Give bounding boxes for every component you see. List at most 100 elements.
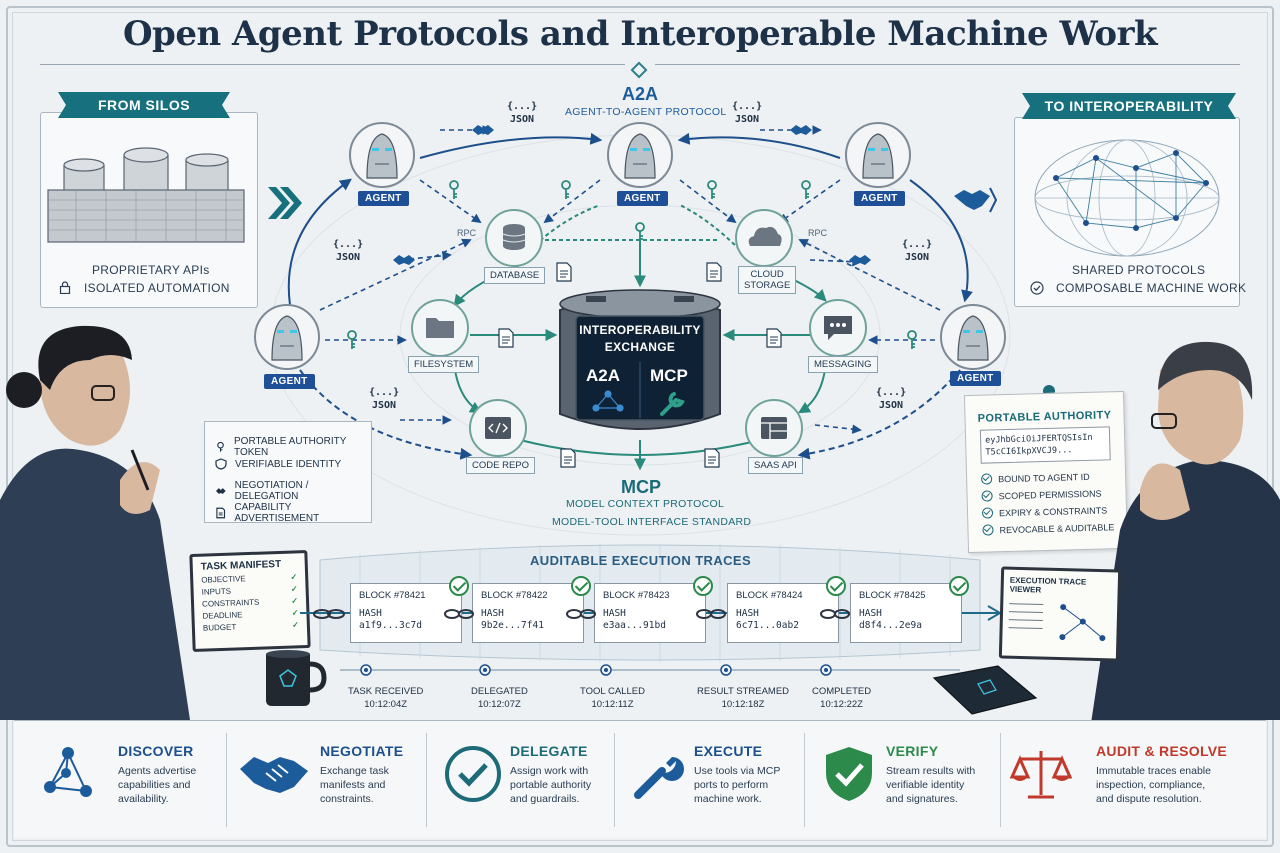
step-divider [804, 733, 805, 827]
cloud-storage-node [735, 209, 793, 267]
shield-icon [215, 458, 227, 470]
filesystem-node [411, 299, 469, 357]
checkmark-circle-icon [445, 746, 501, 802]
code-repo-label: CODE REPO [466, 457, 536, 474]
mcp-subtitle: MODEL CONTEXT PROTOCOL [566, 498, 725, 510]
isolated-automation-label: ISOLATED AUTOMATION [84, 281, 230, 295]
saas-api-node [745, 399, 803, 457]
key-icon-6 [347, 330, 357, 349]
from-silos-ribbon: FROM SILOS [58, 92, 230, 118]
document-icon-2 [706, 262, 722, 282]
step-title-verify: VERIFY [886, 743, 939, 759]
step-divider [426, 733, 427, 827]
network-graph-icon [44, 747, 92, 797]
check-badge-icon [949, 576, 969, 596]
json-tag-3: {...}JSON [333, 239, 364, 263]
wrench-icon [634, 757, 684, 799]
notebook-illustration [932, 665, 1038, 715]
check-badge-icon [449, 576, 469, 596]
shared-protocols-label: SHARED PROTOCOLS [1072, 263, 1206, 277]
agent-avatar-top-right [845, 122, 911, 188]
handshake-icon-3 [393, 255, 415, 265]
document-icon-5 [560, 448, 576, 468]
handshake-icon-2 [790, 125, 812, 135]
messaging-label: MESSAGING [808, 356, 878, 373]
execution-trace-viewer-tablet: EXECUTION TRACE VIEWER [998, 566, 1122, 662]
task-manifest-tablet: TASK MANIFEST OBJECTIVE✓ INPUTS✓ CONSTRA… [189, 549, 311, 653]
check-circle-icon [981, 507, 994, 519]
document-icon-4 [766, 328, 782, 348]
json-tag-6: {...}JSON [876, 387, 907, 411]
title-rule-right [655, 64, 1240, 65]
key-icon-5 [801, 180, 811, 199]
agent-label-left: AGENT [264, 374, 315, 389]
agent-label-right: AGENT [950, 371, 1001, 386]
handshake-icon [215, 488, 226, 494]
woman-figure-illustration [0, 325, 190, 720]
mcp-subtitle-2: MODEL-TOOL INTERFACE STANDARD [552, 516, 752, 528]
key-icon-4 [707, 180, 717, 199]
key-icon-2 [561, 180, 571, 199]
execution-trace-viewer-title: EXECUTION TRACE VIEWER [1009, 575, 1087, 595]
interoperability-exchange-hub [559, 289, 721, 430]
agent-avatar-right [940, 304, 1006, 370]
check-circle-icon [982, 524, 994, 536]
step-title-discover: DISCOVER [118, 743, 194, 759]
messaging-node [809, 299, 867, 357]
handshake-icon [240, 757, 308, 793]
to-interoperability-panel [1014, 117, 1240, 307]
page-title: Open Agent Protocols and Interoperable M… [122, 14, 1158, 54]
step-divider [614, 733, 615, 827]
agent-label-top-right: AGENT [854, 191, 905, 206]
mcp-title: MCP [621, 477, 661, 497]
hub-mcp-label: MCP [650, 366, 688, 385]
document-icon-6 [704, 448, 720, 468]
composable-machine-work-label: COMPOSABLE MACHINE WORK [1056, 281, 1247, 295]
outer-frame [6, 6, 1274, 847]
document-icon [216, 507, 226, 519]
step-title-delegate: DELEGATE [510, 743, 588, 759]
shield-check-icon [826, 747, 872, 801]
step-title-negotiate: NEGOTIATE [320, 743, 404, 759]
feature-item: NEGOTIATION / DELEGATION [215, 480, 371, 502]
feature-item: VERIFIABLE IDENTITY [215, 458, 341, 470]
json-tag-1: {...}JSON [507, 101, 538, 125]
json-tag-2: {...}JSON [732, 101, 763, 125]
step-divider [1000, 733, 1001, 827]
to-interoperability-ribbon: TO INTEROPERABILITY [1022, 93, 1236, 119]
step-title-execute: EXECUTE [694, 743, 763, 759]
database-label: DATABASE [484, 267, 546, 284]
rpc-label-left: RPC [457, 228, 477, 238]
title-rule-left [40, 64, 625, 65]
document-icon-3 [498, 328, 514, 348]
coffee-mug-illustration [266, 650, 327, 706]
saas-api-label: SAAS API [748, 457, 803, 474]
database-node [485, 209, 543, 267]
agent-avatar-top-left [349, 122, 415, 188]
scales-icon [1010, 751, 1072, 799]
document-icon-1 [556, 262, 572, 282]
manifest-item: BUDGET✓ [202, 620, 300, 633]
check-circle-icon [981, 490, 993, 502]
handshake-right-icon [954, 187, 998, 213]
key-icon-7 [907, 330, 917, 349]
key-icon [217, 441, 224, 452]
check-circle-icon [981, 473, 993, 485]
step-divider [226, 733, 227, 827]
features-panel: PORTABLE AUTHORITY TOKEN VERIFIABLE IDEN… [204, 421, 372, 524]
key-icon-3 [635, 222, 645, 241]
filesystem-label: FILESYSTEM [408, 356, 480, 373]
agent-label-top-left: AGENT [358, 191, 409, 206]
check-badge-icon [693, 576, 713, 596]
